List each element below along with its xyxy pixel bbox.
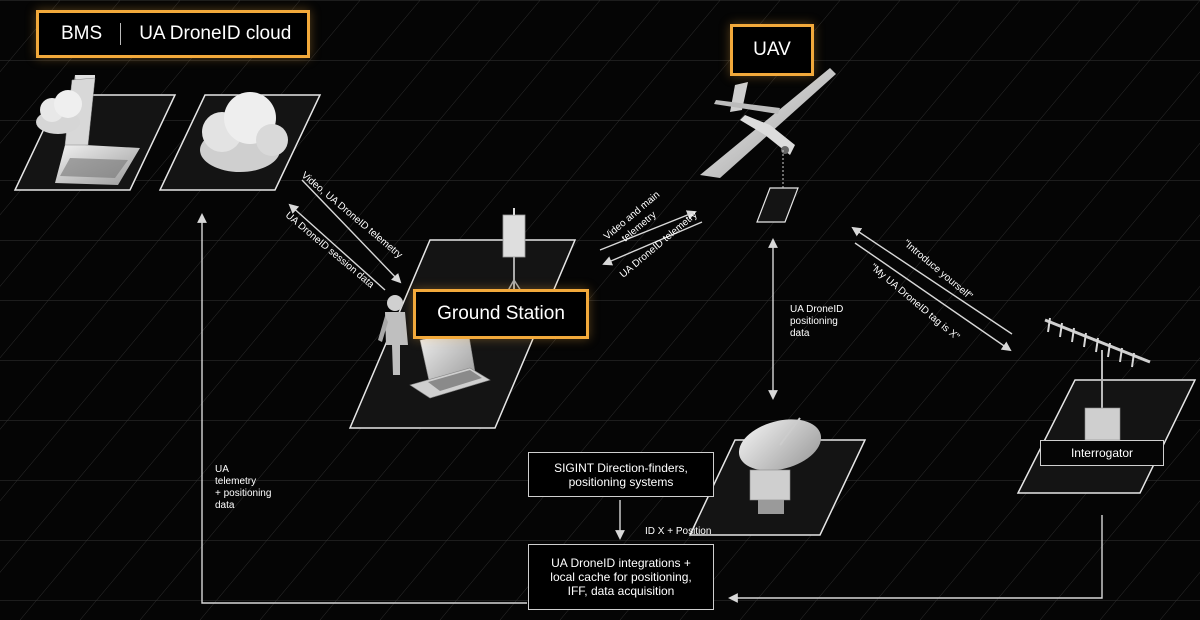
label-id-position: ID X + Position <box>645 526 712 537</box>
integrations-text: UA DroneID integrations + local cache fo… <box>550 556 692 598</box>
ground-station-label: Ground Station <box>437 303 565 324</box>
label-ua-telemetry: UA telemetry + positioning data <box>215 464 272 511</box>
title-divider <box>120 23 122 45</box>
arrow-interrogator-to-integrations <box>728 515 1103 603</box>
small-cloud-icon <box>36 90 82 134</box>
label-positioning-data: UA DroneID positioning data <box>790 304 844 339</box>
arrow-introduce <box>851 226 1013 335</box>
soldier-icon <box>378 295 408 375</box>
rugged-laptop-icon <box>409 329 491 399</box>
arrow-video-main <box>599 210 697 251</box>
cloud-icon <box>200 92 288 172</box>
arrows <box>197 179 1103 604</box>
interrogator-text: Interrogator <box>1070 446 1134 460</box>
arrow-ua-telemetry <box>197 213 527 604</box>
uav-label: UAV <box>753 39 791 60</box>
arrow-session-data <box>288 203 386 291</box>
integrations-box: UA DroneID integrations + local cache fo… <box>528 544 714 610</box>
sigint-box: SIGINT Direction-finders, positioning sy… <box>528 452 714 497</box>
bms-cloud-title-box: BMS UA DroneID cloud <box>36 10 310 58</box>
cloud-label: UA DroneID cloud <box>139 23 292 44</box>
interrogator-box: Interrogator <box>1040 440 1164 466</box>
uav-title-box: UAV <box>730 24 814 76</box>
satellite-dish-icon <box>738 417 822 514</box>
arrow-tag <box>854 242 1012 352</box>
arrow-droneid-telemetry <box>602 221 703 266</box>
bms-label: BMS <box>61 23 103 44</box>
uav-platform <box>756 187 799 223</box>
interrogator-antenna-icon <box>1044 317 1151 441</box>
arrow-video-telemetry <box>301 179 402 284</box>
sigint-text: SIGINT Direction-finders, positioning sy… <box>554 460 688 489</box>
ground-station-title-box: Ground Station <box>413 289 589 339</box>
